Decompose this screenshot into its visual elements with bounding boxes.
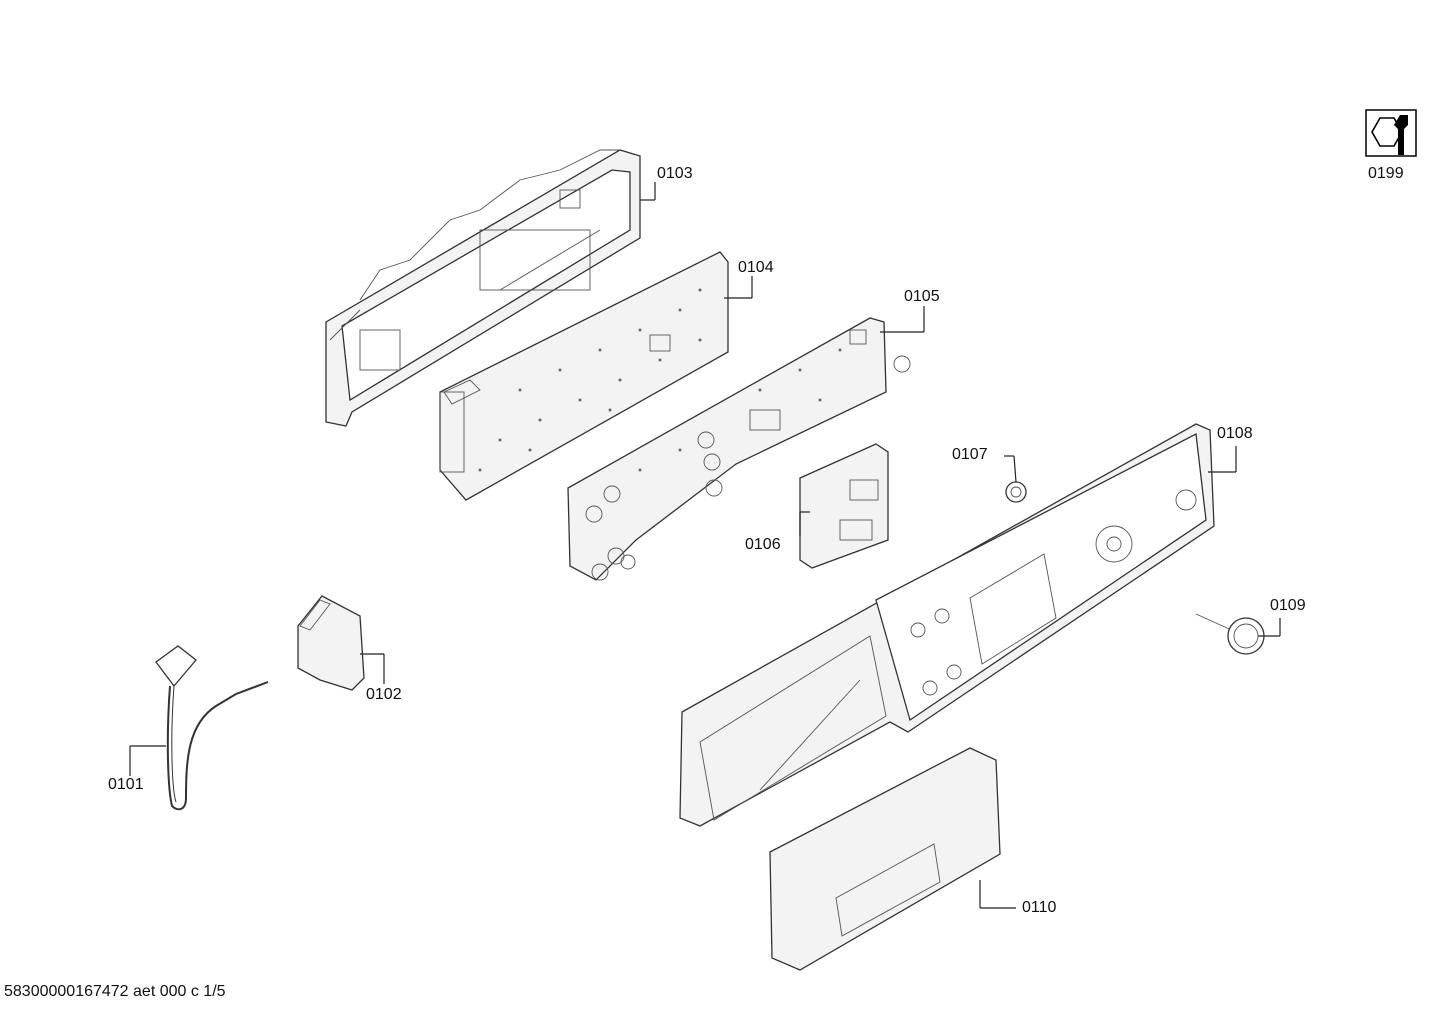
part-0103-housing-frame xyxy=(325,149,641,427)
part-0101-power-cord xyxy=(155,645,269,811)
document-footer-id: 58300000167472 aet 000 c 1/5 xyxy=(4,983,226,1000)
label-0101: 0101 xyxy=(108,776,144,793)
part-0102-filter xyxy=(297,595,365,691)
label-0109: 0109 xyxy=(1270,597,1306,614)
label-0199: 0199 xyxy=(1368,165,1404,182)
label-0108: 0108 xyxy=(1217,425,1253,442)
part-0109-knob xyxy=(1195,613,1265,655)
label-0105: 0105 xyxy=(904,288,940,305)
wrench-hex-nut-icon xyxy=(1365,109,1417,157)
label-0107: 0107 xyxy=(952,446,988,463)
part-0108-control-panel xyxy=(679,423,1215,827)
label-0103: 0103 xyxy=(657,165,693,182)
label-0106: 0106 xyxy=(745,536,781,553)
label-0102: 0102 xyxy=(366,686,402,703)
leader-0107b xyxy=(1013,455,1017,483)
label-0110: 0110 xyxy=(1022,899,1057,916)
part-0105-pcb-encoders xyxy=(567,317,911,581)
label-0104: 0104 xyxy=(738,259,774,276)
part-0107-button xyxy=(1005,481,1027,503)
part-0106-display-module xyxy=(799,443,889,569)
part-0104-pcb xyxy=(439,251,729,501)
part-0110-drawer-handle xyxy=(769,747,1001,971)
